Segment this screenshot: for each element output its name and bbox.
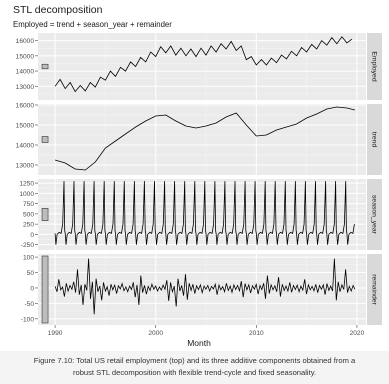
y-tick-label: 15000 [16,53,35,60]
panels-layer: 13000140001500016000Employed130001400015… [16,33,382,337]
y-tick-label: 1000 [19,191,34,198]
y-tick-label: 0 [30,285,34,292]
x-tick-label: 2020 [350,330,365,337]
series-line-remainder [54,258,356,315]
x-tick-label: 2010 [249,330,264,337]
scale-bar [41,63,49,70]
x-tick-label: 1990 [48,330,63,337]
y-tick-label: -100 [21,316,35,323]
y-tick-label: 50 [27,270,35,277]
facet-strip [367,179,382,250]
figure-caption: Figure 7.10: Total US retail employment … [0,351,389,384]
facet-strip-label: Employed [371,51,378,81]
y-tick-label: 1250 [19,181,34,188]
facet-strip [367,104,382,175]
facet-strip [367,33,382,100]
y-tick-label: 16000 [16,38,35,45]
y-tick-label: 0 [30,232,34,239]
y-tick-label: 250 [23,222,34,229]
y-tick-label: 500 [23,211,34,218]
y-tick-label: 14000 [16,143,35,150]
facet-strip-label: season_year [371,195,378,235]
y-tick-label: -250 [21,242,35,249]
y-tick-label: 14000 [16,69,35,76]
y-tick-label: 16000 [16,103,35,110]
chart-title: STL decomposition [13,4,103,16]
scale-bar [41,255,49,324]
panel-background [38,179,366,250]
panel-season_year: -250 0 250 500 750 1000 1250 season_year [19,179,382,250]
y-tick-label: 750 [23,201,34,208]
panel-background [38,33,366,100]
x-axis-label: Month [187,338,211,348]
stl-decomposition-chart: STL decomposition Employed = trend + sea… [13,4,382,348]
series-line-trend [54,106,355,171]
panel-remainder: -100 -50 0 50 100 remainder [21,254,382,325]
y-tick-label: 13000 [16,163,35,170]
series-line-season_year [54,181,355,245]
x-tick-label: 2000 [148,330,163,337]
panel-background [38,104,366,175]
y-tick-label: 15000 [16,123,35,130]
y-tick-label: 13000 [16,84,35,91]
scale-bar [41,136,49,143]
chart-subtitle: Employed = trend + season_year + remaind… [13,20,172,29]
panel-trend: 13000 14000 15000 16000 trend [16,103,382,175]
caption-line-2: robust STL decomposition with flexible t… [72,368,317,377]
facet-strip [367,254,382,325]
y-tick-label: -50 [24,301,34,308]
facet-strip-label: trend [371,132,378,148]
series-line-Employed [54,36,353,93]
scale-bar [41,208,49,221]
facet-strip-label: remainder [371,274,378,305]
y-tick-label: 100 [23,255,34,262]
caption-line-1: Figure 7.10: Total US retail employment … [33,356,356,365]
